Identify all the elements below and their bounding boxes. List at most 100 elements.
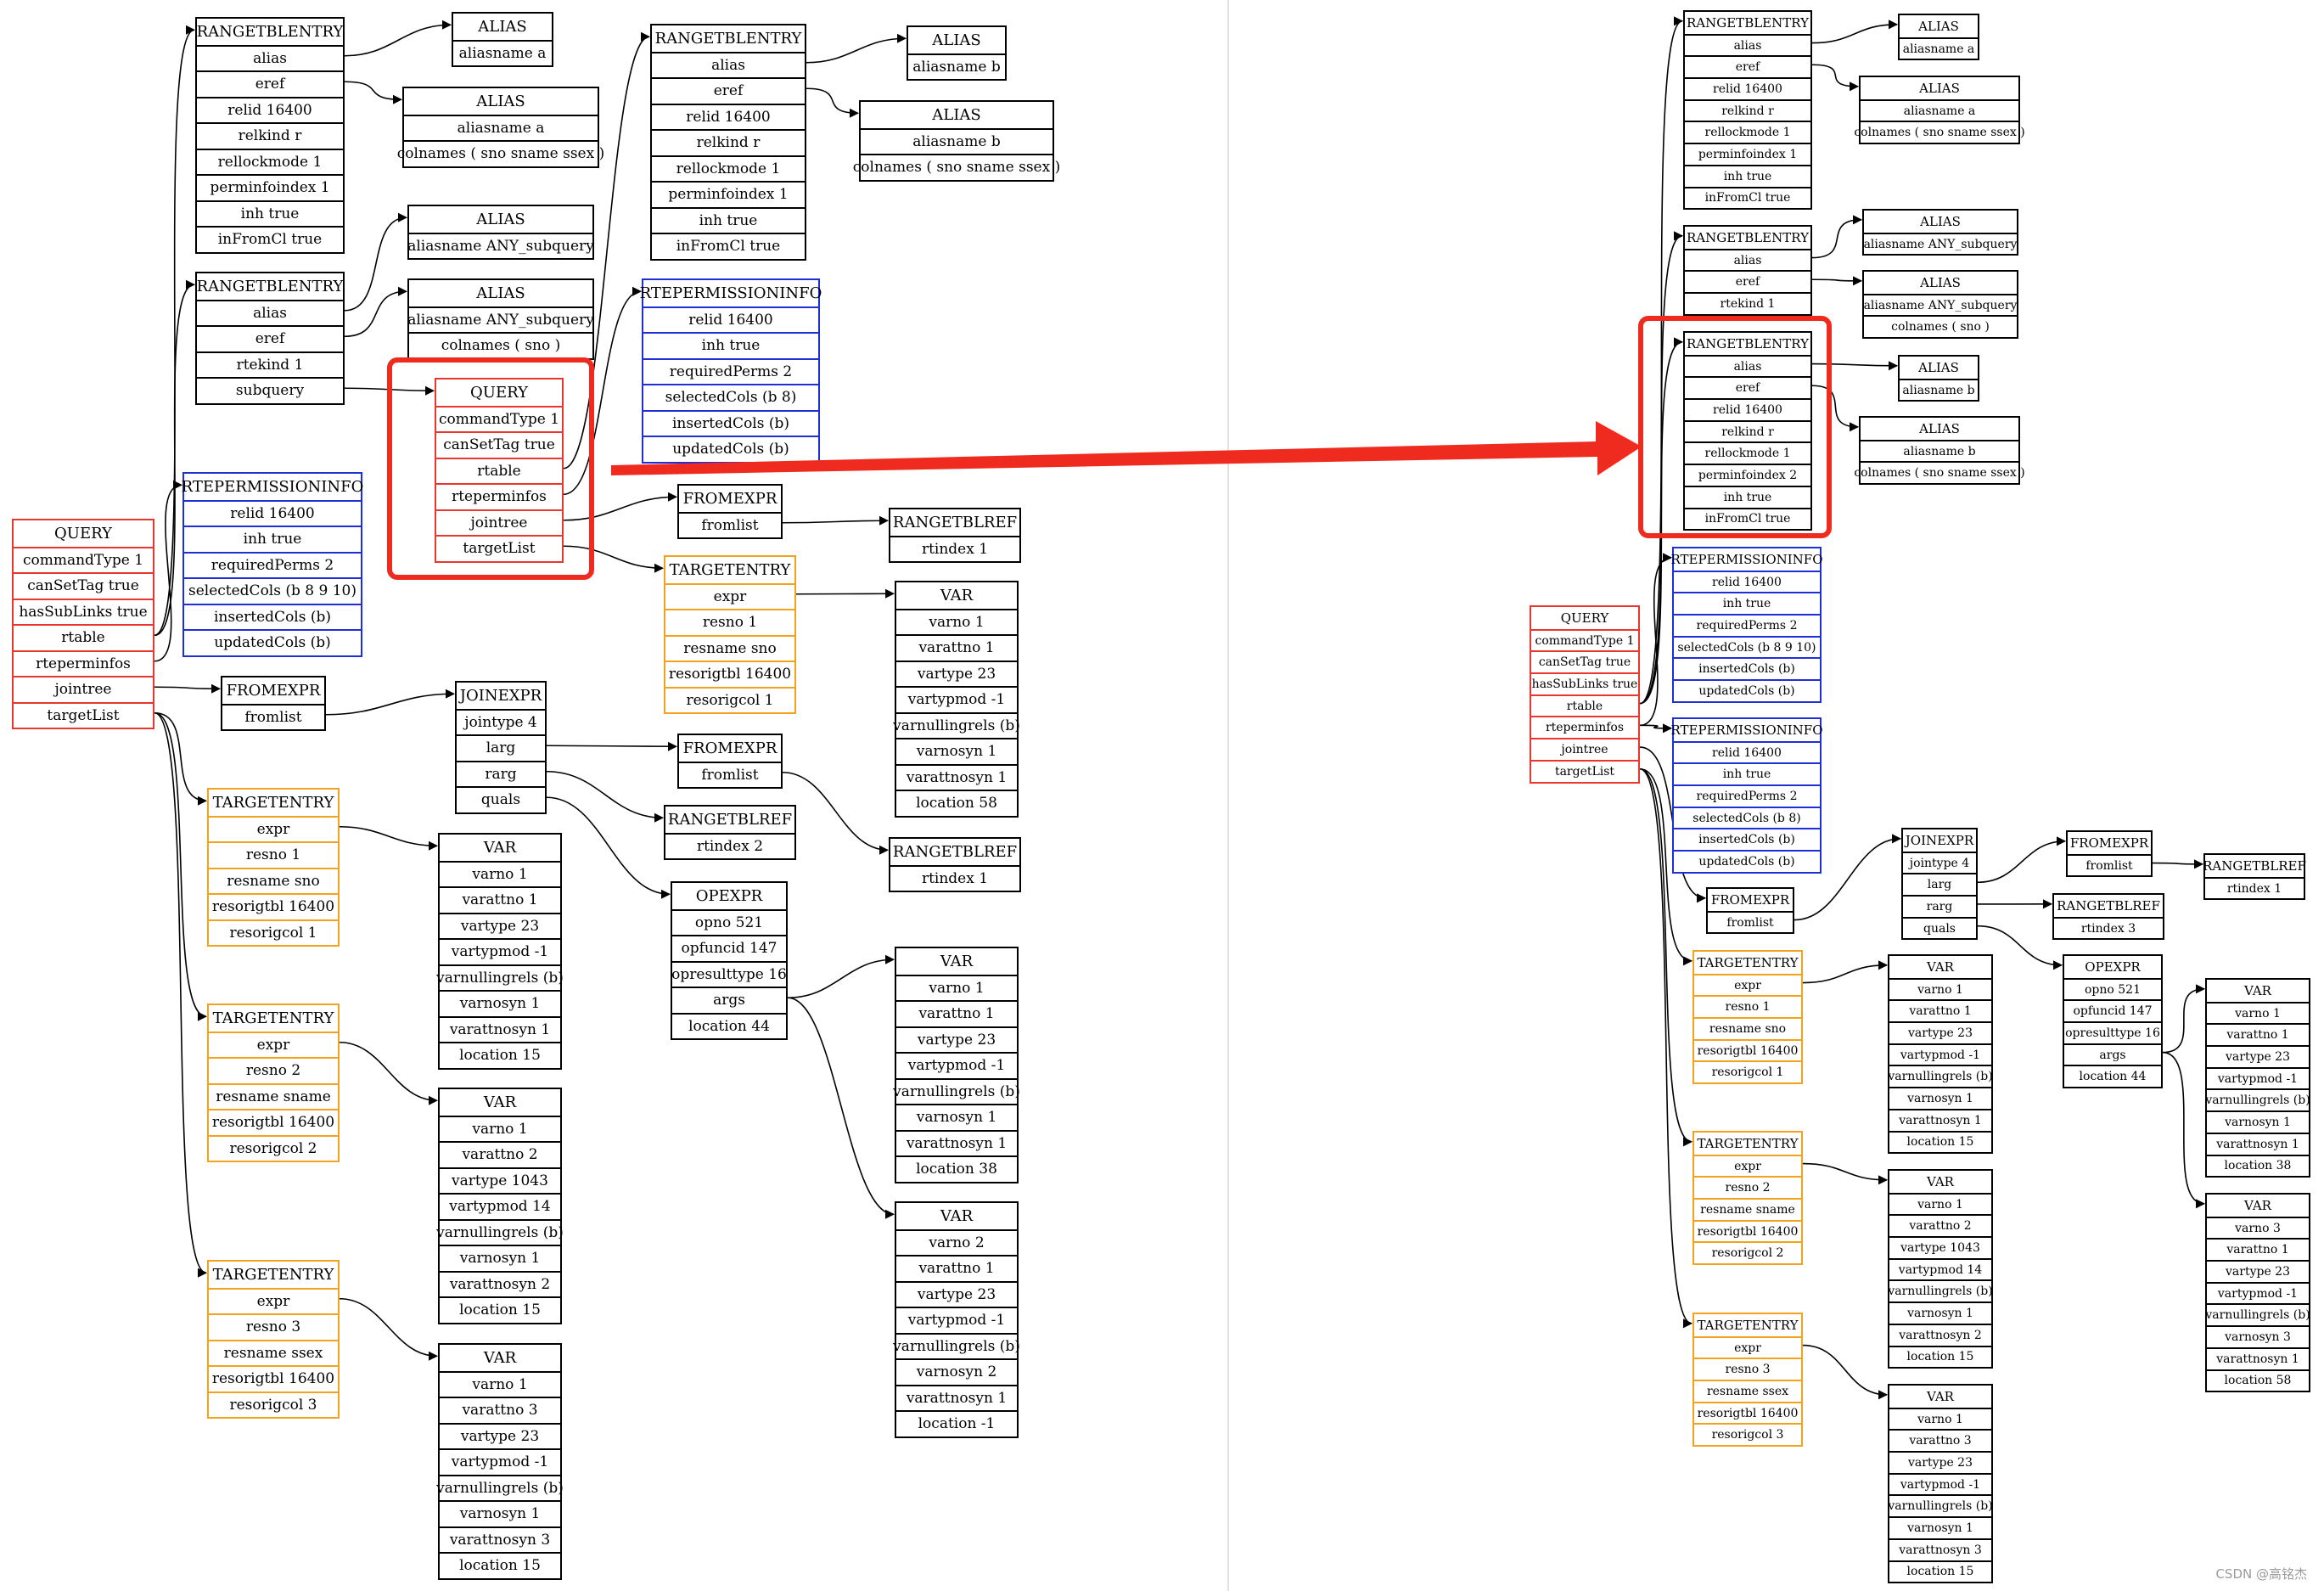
node-field: opfuncid 147 [672, 935, 786, 961]
node-field: hasSubLinks true [1531, 672, 1638, 694]
node-field: varnullingrels (b) [893, 1332, 1020, 1359]
node-field: aliasname ANY_subquery [1864, 293, 2017, 316]
node-title: QUERY [54, 524, 112, 543]
node-field: vartype 23 [1889, 1451, 1991, 1473]
node-title: VAR [483, 838, 517, 857]
node-title: RANGETBLENTRY [1687, 335, 1809, 351]
node-field: relid 16400 [184, 499, 361, 526]
edge-arrow [154, 711, 208, 1021]
node-field: vartype 1043 [1889, 1236, 1991, 1258]
node-field: varnosyn 2 [896, 1358, 1017, 1385]
edge-arrow [1977, 925, 2063, 970]
node-field: jointree [436, 509, 562, 536]
node-field: inh true [1685, 485, 1810, 508]
node-field: rarg [1903, 895, 1976, 917]
node-field: varattno 3 [1889, 1429, 1991, 1451]
node-field: colnames ( sno sname ssex ) [397, 140, 604, 166]
node-field: opfuncid 147 [2064, 999, 2161, 1021]
node-field: jointree [1531, 738, 1638, 760]
node-field: varattnosyn 2 [1889, 1323, 1991, 1346]
node-field: varnullingrels (b) [2205, 1088, 2310, 1110]
edge-arrow [344, 286, 408, 338]
node-field: colnames ( sno ) [409, 332, 592, 358]
edge-arrow [563, 31, 651, 469]
node-field: inFromCl true [1685, 507, 1810, 530]
node-title: ALIAS [1920, 213, 1961, 229]
node-title: ALIAS [478, 17, 527, 36]
node-field: resorigcol 2 [209, 1134, 338, 1161]
node-field: canSetTag true [14, 572, 153, 599]
node-field: resno 1 [1694, 995, 1801, 1017]
node-field: rtable [14, 624, 153, 650]
node-field: vartypmod 14 [440, 1193, 560, 1219]
node-field: alias [1685, 248, 1810, 271]
node-field: resno 1 [665, 609, 794, 635]
node-field: varnullingrels (b) [436, 1218, 564, 1245]
node-field: inFromCl true [1685, 186, 1810, 209]
node-field: rteperminfos [14, 649, 153, 677]
node-field: varno 1 [1889, 977, 1991, 1000]
node-title: FROMEXPR [226, 681, 321, 700]
node-title: RANGETBLREF [892, 513, 1018, 531]
node-field: inh true [1685, 164, 1810, 187]
node-field: varnosyn 1 [1889, 1516, 1991, 1538]
node-title: RANGETBLREF [667, 810, 793, 829]
node-field: vartypmod 14 [1889, 1257, 1991, 1280]
node-field: rtable [436, 457, 562, 484]
node-field: varnosyn 1 [896, 738, 1017, 764]
node-title: TARGETENTRY [212, 1009, 334, 1027]
node-field: varattno 1 [2207, 1238, 2309, 1260]
node-field: aliasname a [404, 114, 598, 141]
node-field: resno 3 [1694, 1358, 1801, 1380]
node-field: relid 16400 [652, 103, 805, 130]
node-field: vartype 23 [2207, 1045, 2309, 1067]
node-title: FROMEXPR [1710, 891, 1790, 908]
node-field: resorigtbl 16400 [665, 661, 794, 687]
node-field: location 38 [896, 1155, 1017, 1182]
node-field: eref [1685, 376, 1810, 398]
node-field: args [2064, 1043, 2161, 1065]
node-field: resname ssex [1694, 1380, 1801, 1402]
node-field: colnames ( sno sname ssex ) [853, 154, 1060, 180]
node-field: fromlist [1708, 910, 1793, 933]
node-field: location 15 [1889, 1345, 1991, 1368]
node-field: insertedCols (b) [643, 409, 818, 436]
node-field: inh true [184, 526, 361, 552]
edge-arrow [563, 545, 665, 573]
node-field: canSetTag true [436, 431, 562, 458]
node-title: VAR [2244, 1197, 2271, 1213]
node-field: vartype 23 [896, 1026, 1017, 1053]
node-field: expr [1694, 1154, 1801, 1177]
node-field: requiredPerms 2 [643, 357, 818, 385]
edge-arrow [1639, 16, 1684, 705]
edge-arrow [782, 771, 890, 855]
node-title: VAR [940, 1206, 974, 1225]
node-field: larg [457, 734, 545, 761]
node-field: varattno 2 [440, 1141, 560, 1167]
edge-arrow [344, 212, 408, 312]
node-field: resno 1 [209, 841, 338, 868]
node-title: ALIAS [476, 92, 525, 110]
node-field: rellockmode 1 [1685, 441, 1810, 464]
node-field: targetList [14, 701, 153, 728]
node-field: opno 521 [672, 908, 786, 936]
node-field: resname sname [209, 1082, 338, 1110]
node-field: rtindex 3 [2054, 916, 2163, 939]
node-field: relid 16400 [1674, 570, 1820, 593]
node-field: larg [1903, 873, 1976, 895]
node-field: resname sno [665, 634, 794, 661]
node-field: quals [1903, 916, 1976, 939]
node-field: varattnosyn 1 [896, 1384, 1017, 1411]
